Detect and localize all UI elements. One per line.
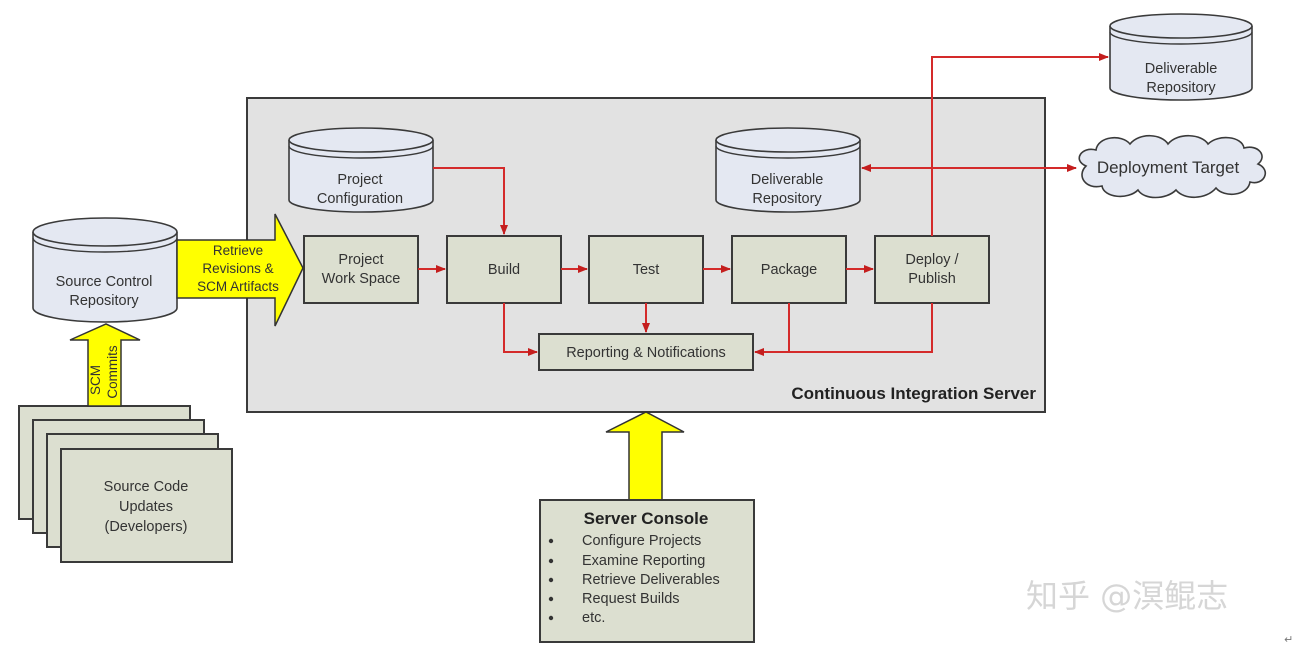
connectors [418,53,1109,356]
retrieve-arrow: Retrieve Revisions & SCM Artifacts [176,213,304,327]
deploy-to-reporting-line [789,303,933,353]
deliverable-outer-label-2: Repository [1146,80,1216,96]
deliverable-inner-label-2: Repository [752,191,822,207]
source-control-repository: Source Control Repository [32,217,178,323]
pipeline-step-test: Test [588,235,704,304]
build-label: Build [488,262,520,278]
server-console-arrow [605,411,685,501]
deploy-label-1: Deploy / [905,252,959,268]
workspace-label-2: Work Space [322,271,401,287]
reporting-notifications: Reporting & Notifications [538,333,754,371]
source-control-label-2: Repository [69,293,139,309]
console-item: Examine Reporting [582,553,705,569]
deploy-to-outer-repo-arrow [931,53,1109,236]
reporting-label: Reporting & Notifications [566,345,726,361]
console-item: Retrieve Deliverables [582,572,720,588]
deliverable-repository-inner: Deliverable Repository [715,127,861,213]
retrieve-arrow-label-2: Revisions & [202,261,273,276]
return-mark-icon: ↵ [1284,633,1293,646]
bullet-icon [548,577,554,583]
source-updates-label-2: Updates [119,499,173,515]
bullet-icon [548,615,554,621]
server-console-list: Configure Projects Examine Reporting Ret… [548,533,720,626]
source-updates-label-3: (Developers) [105,519,188,535]
package-label: Package [761,262,817,278]
console-item: Request Builds [582,591,680,607]
project-configuration: Project Configuration [288,127,434,213]
source-updates-label-1: Source Code [104,479,189,495]
deliverable-inner-label-1: Deliverable [751,172,824,188]
deliverable-outer-label-1: Deliverable [1145,61,1218,77]
project-config-label-1: Project [337,172,382,188]
deliverable-repository-outer: Deliverable Repository [1109,13,1253,101]
bullet-icon [548,538,554,544]
bullet-icon [548,558,554,564]
commits-arrow-label-2: Commits [105,345,120,398]
pipeline-step-deploy: Deploy / Publish [874,235,990,304]
retrieve-arrow-label-1: Retrieve [213,243,263,258]
deployment-target-label: Deployment Target [1097,158,1240,177]
pipeline-step-package: Package [731,235,847,304]
server-console: Server Console Configure Projects Examin… [539,499,755,643]
source-control-label-1: Source Control [56,274,153,290]
ci-server-title: Continuous Integration Server [791,384,1036,403]
pipeline-step-workspace: Project Work Space [303,235,419,304]
server-console-title: Server Console [584,509,709,528]
config-to-build-arrow [433,167,508,235]
deploy-label-2: Publish [908,271,956,287]
commits-arrow-label-1: SCM [88,365,103,395]
watermark: 知乎 @溟鲲志 [1026,577,1228,615]
scm-commits-arrow: SCM Commits [69,323,141,407]
build-to-reporting-arrow [503,303,538,356]
bullet-icon [548,596,554,602]
console-item: Configure Projects [582,533,701,549]
source-code-updates-stack: Source Code Updates (Developers) [18,405,233,563]
workspace-label-1: Project [338,252,383,268]
pipeline-step-build: Build [446,235,562,304]
retrieve-arrow-label-3: SCM Artifacts [197,279,279,294]
deployment-target-cloud: Deployment Target [1078,134,1267,199]
console-item: etc. [582,610,605,626]
project-config-label-2: Configuration [317,191,403,207]
test-label: Test [633,262,660,278]
